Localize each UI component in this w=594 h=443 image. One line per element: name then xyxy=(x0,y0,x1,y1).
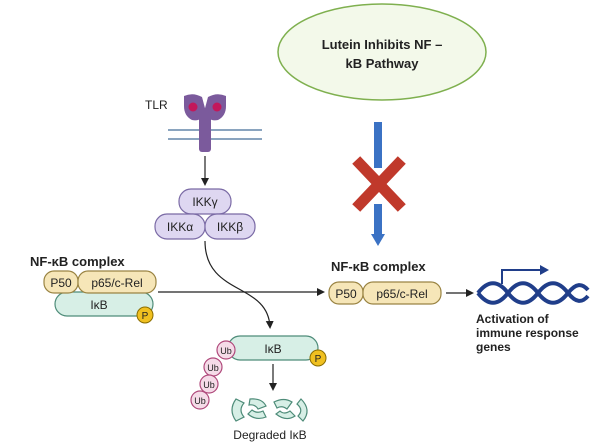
degradation-phospho-badge xyxy=(309,349,327,367)
transcription-start-arrow xyxy=(501,269,542,284)
ub-label-2: Ub xyxy=(207,363,219,373)
nfkb-complex-left: NF-κB complex IκB P50 p65/c-Rel P xyxy=(30,254,157,324)
right-p65-shape xyxy=(362,281,442,305)
tlr-label: TLR xyxy=(145,98,168,112)
ub-label-3: Ub xyxy=(203,380,215,390)
ligand-dot-right xyxy=(212,102,222,112)
degradation-phospho-label: P xyxy=(315,354,322,365)
arrow-ikk-to-degradation xyxy=(204,240,274,329)
ikk-gamma-shape xyxy=(178,188,232,215)
ikk-gamma-label: IKKγ xyxy=(192,195,217,209)
inhibit-arrow-shaft-top xyxy=(374,122,382,168)
ikk-alpha-label: IKKα xyxy=(167,220,193,234)
output-line-1: Activation of xyxy=(476,312,550,326)
right-complex-title: NF-κB complex xyxy=(331,259,426,274)
left-complex-title: NF-κB complex xyxy=(30,254,125,269)
callout-line-1: Lutein Inhibits NF – xyxy=(322,37,443,52)
right-p65-label: p65/c-Rel xyxy=(376,287,427,301)
ubiquitin-chain: Ub Ub Ub Ub xyxy=(190,340,236,410)
output-line-3: genes xyxy=(476,340,511,354)
left-p65-label: p65/c-Rel xyxy=(91,276,142,290)
callout-line-2: kB Pathway xyxy=(346,56,420,71)
degraded-ikb-fragments xyxy=(231,398,308,422)
inhibit-arrowhead xyxy=(371,234,385,246)
dna-icon xyxy=(476,265,590,305)
degraded-ikb-label: Degraded IκB xyxy=(233,428,306,442)
receptor-icon xyxy=(184,94,226,152)
ikk-beta-label: IKKβ xyxy=(217,220,243,234)
left-ikb-label: IκB xyxy=(90,298,107,312)
output-line-2: immune response xyxy=(476,326,579,340)
inhibit-x-icon xyxy=(352,156,406,212)
tlr-receptor: TLR xyxy=(145,94,262,152)
ikk-beta-shape xyxy=(204,213,256,240)
left-phospho-label: P xyxy=(142,311,149,322)
lutein-callout: Lutein Inhibits NF – kB Pathway xyxy=(277,3,487,101)
right-p50-label: P50 xyxy=(335,287,357,301)
ikb-ubiquitination: IκB P Ub Ub Ub Ub xyxy=(190,335,327,410)
left-p65-shape xyxy=(77,270,157,294)
ubiquitinated-ikb-label: IκB xyxy=(264,342,281,356)
ub-label-1: Ub xyxy=(220,346,232,356)
left-phospho-badge xyxy=(136,306,154,324)
ub-label-4: Ub xyxy=(194,396,206,406)
inhibition-arrow xyxy=(352,122,406,246)
ikk-complex: IKKγ IKKα IKKβ xyxy=(154,188,256,240)
nfkb-complex-right: NF-κB complex P50 p65/c-Rel xyxy=(328,259,442,305)
ligand-dot-left xyxy=(188,102,198,112)
left-p50-label: P50 xyxy=(50,276,72,290)
